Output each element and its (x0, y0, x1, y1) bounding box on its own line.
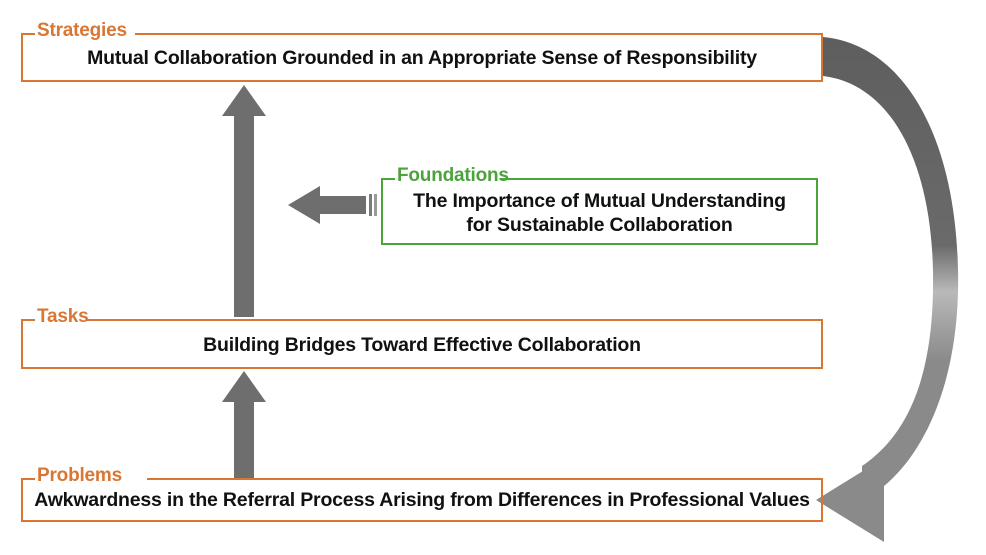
box-tasks-top-left-segment (21, 319, 35, 321)
box-strategies-legend: Strategies (37, 20, 127, 41)
up-arrow-problems-to-tasks (222, 371, 266, 479)
box-foundations-legend: Foundations (397, 165, 509, 186)
box-tasks: Tasks Building Bridges Toward Effective … (21, 307, 823, 369)
box-problems-text: Awkwardness in the Referral Process Aris… (34, 489, 810, 511)
box-strategies-text: Mutual Collaboration Grounded in an Appr… (87, 47, 757, 69)
box-problems-top-left-segment (21, 478, 35, 480)
box-foundations-top-left-segment (381, 178, 395, 180)
box-foundations-text-line2: for Sustainable Collaboration (466, 214, 733, 236)
box-tasks-legend: Tasks (37, 306, 89, 327)
box-problems-legend: Problems (37, 465, 122, 486)
box-strategies-frame (21, 33, 823, 82)
curved-arrow-strategies-to-problems (816, 37, 959, 542)
box-tasks-text: Building Bridges Toward Effective Collab… (203, 334, 641, 356)
box-strategies: Strategies Mutual Collaboration Grounded… (21, 21, 823, 82)
box-tasks-frame (21, 319, 823, 369)
box-problems-top-right-segment (147, 478, 823, 480)
box-tasks-top-right-segment (87, 319, 823, 321)
box-foundations-top-right-segment (500, 178, 818, 180)
box-foundations-text-line1: The Importance of Mutual Understanding (413, 190, 786, 212)
box-foundations-frame (381, 178, 818, 245)
up-arrow-tasks-to-strategies (222, 85, 266, 317)
box-problems-frame (21, 478, 823, 522)
left-arrow-foundations (288, 186, 377, 224)
box-foundations: Foundations The Importance of Mutual Und… (381, 166, 818, 245)
box-strategies-top-right-segment (135, 33, 823, 35)
box-problems: Problems Awkwardness in the Referral Pro… (21, 466, 823, 522)
box-strategies-top-left-segment (21, 33, 35, 35)
